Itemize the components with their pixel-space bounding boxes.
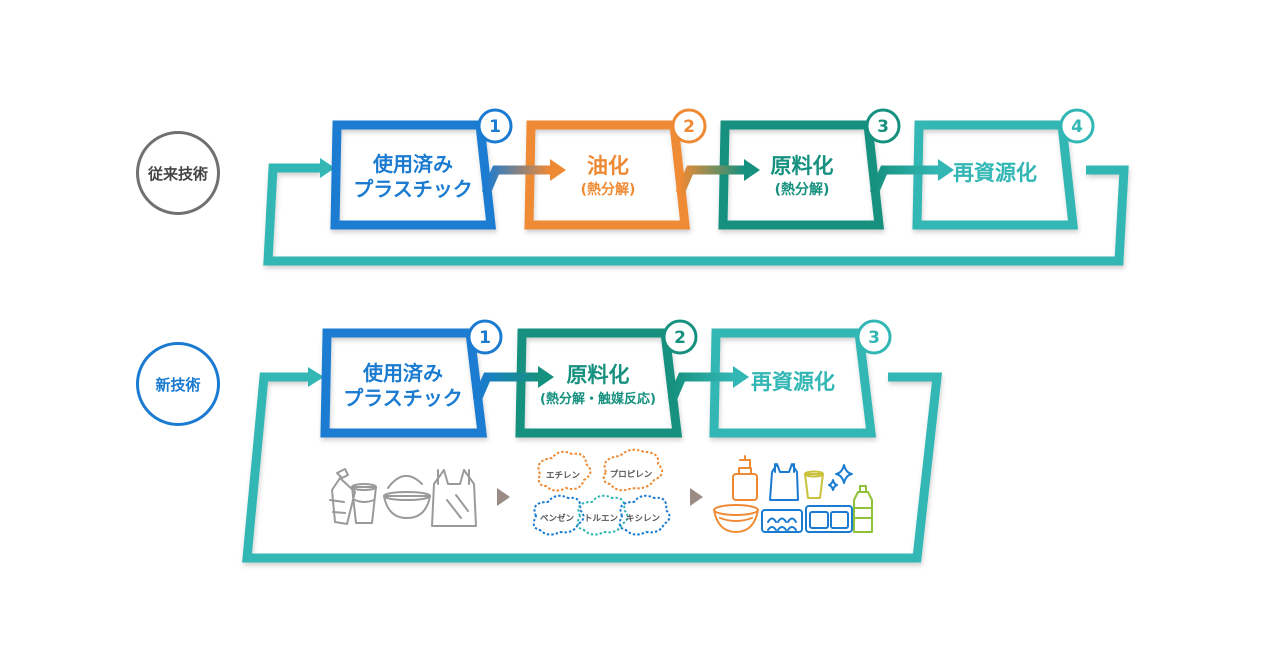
conventional-step-3-line1: 原料化 <box>771 154 834 178</box>
new-tech-return-loop <box>242 372 943 563</box>
conventional-arrow-3-4 <box>869 165 938 195</box>
conventional-loop-arrowhead <box>320 158 335 178</box>
conventional-tech-label: 従来技術 <box>136 131 220 215</box>
new-tech-step-1-line2: プラスチック <box>343 386 463 410</box>
bag-icon <box>769 463 799 501</box>
badge-number: 1 <box>489 117 501 137</box>
conventional-step-3-box <box>718 120 885 230</box>
conventional-step-4-line1: 再資源化 <box>953 161 1037 185</box>
chemical-label: ベンゼン <box>540 513 575 524</box>
new-tech-step-1-badge: 1 <box>467 319 503 355</box>
conventional-arrow-1-2 <box>481 165 550 195</box>
pump-bottle-icon <box>732 455 758 501</box>
new-tech-step-2-line1: 原料化 <box>567 363 630 387</box>
conventional-return-loop <box>263 163 1129 266</box>
conventional-step-2-box <box>524 120 691 230</box>
chemical-propylene: プロピレン <box>602 448 664 492</box>
new-tech-step-3-badge: 3 <box>856 319 892 355</box>
badge-number: 4 <box>1071 117 1083 137</box>
new-tech-step-3-box <box>709 328 877 438</box>
new-tech-step-3-line1: 再資源化 <box>751 370 835 394</box>
bottle-icon <box>853 485 873 533</box>
conventional-step-3-line2: (熱分解) <box>775 181 830 198</box>
badge-number: 3 <box>877 117 889 137</box>
badge-number: 2 <box>683 117 695 137</box>
egg-tray-icon <box>761 509 803 533</box>
conventional-step-2-line2: (熱分解) <box>581 181 636 198</box>
bag-icon <box>431 469 477 527</box>
product-icons <box>713 455 873 533</box>
bowl-icon <box>713 504 759 533</box>
sparkle-icon <box>828 464 853 491</box>
badge-number: 3 <box>868 328 880 348</box>
chemical-label: プロピレン <box>610 469 653 480</box>
conventional-arrow-2-3 <box>675 165 744 195</box>
chemical-xylene: キシレン <box>618 494 671 536</box>
conventional-step-1-line1: 使用済み <box>372 152 453 176</box>
new-tech-label-text: 新技術 <box>155 375 201 394</box>
bowl-icon <box>383 475 431 519</box>
new-tech-step-2-box <box>515 328 683 438</box>
new-tech-label: 新技術 <box>136 342 220 426</box>
new-tech-arrow-1-2 <box>472 372 538 402</box>
chemical-label: トルエン <box>584 514 619 524</box>
chemical-label: エチレン <box>546 471 581 481</box>
conventional-arrowhead-2-3 <box>744 159 760 181</box>
new-tech-row: 1 2 3 使用済み プラスチック 原料化 (熱分解・触媒反応) 再資源化 <box>242 319 943 563</box>
container-icon <box>805 505 853 533</box>
conventional-tech-label-text: 従来技術 <box>147 164 208 183</box>
badge-number: 1 <box>479 328 491 348</box>
chemical-clouds: エチレン プロピレン ベンゼン トルエン キシレン <box>532 448 671 536</box>
conventional-step-1-badge: 1 <box>477 108 513 144</box>
conventional-arrowhead-3-4 <box>938 159 954 181</box>
chemical-toluene: トルエン <box>576 494 629 536</box>
new-tech-arrowhead-1-2 <box>538 366 554 388</box>
chemical-benzene: ベンゼン <box>532 494 585 536</box>
waste-icons <box>329 468 477 527</box>
conventional-step-4-box <box>912 120 1079 230</box>
conventional-step-4-badge: 4 <box>1059 108 1095 144</box>
chemical-ethylene: エチレン <box>537 450 592 492</box>
new-tech-arrow-2-3 <box>667 372 733 402</box>
bottle-icon <box>329 468 356 525</box>
new-tech-step-1-line1: 使用済み <box>362 361 443 385</box>
conventional-step-2-badge: 2 <box>671 108 707 144</box>
badge-number: 2 <box>674 328 686 348</box>
conventional-step-2-line1: 油化 <box>587 154 629 178</box>
new-tech-step-2-line2: (熱分解・触媒反応) <box>540 391 656 407</box>
new-tech-loop-arrowhead <box>308 367 324 387</box>
chemical-label: キシレン <box>626 514 661 524</box>
conventional-step-1-box <box>330 120 497 230</box>
conventional-step-1-line2: プラスチック <box>353 177 473 201</box>
conventional-arrowhead-1-2 <box>550 159 566 181</box>
cup-icon <box>351 483 377 524</box>
new-tech-step-1-box <box>320 328 488 438</box>
process-triangle-icon <box>497 488 510 506</box>
conventional-step-3-badge: 3 <box>865 108 901 144</box>
conventional-row: 1 2 3 4 使用済み プラスチック 油化 (熱分解) 原料化 (熱分解) 再… <box>263 108 1129 266</box>
new-tech-arrowhead-2-3 <box>733 366 749 388</box>
cup-icon <box>804 470 824 499</box>
new-tech-step-2-badge: 2 <box>662 319 698 355</box>
process-triangle-icon <box>690 488 703 506</box>
